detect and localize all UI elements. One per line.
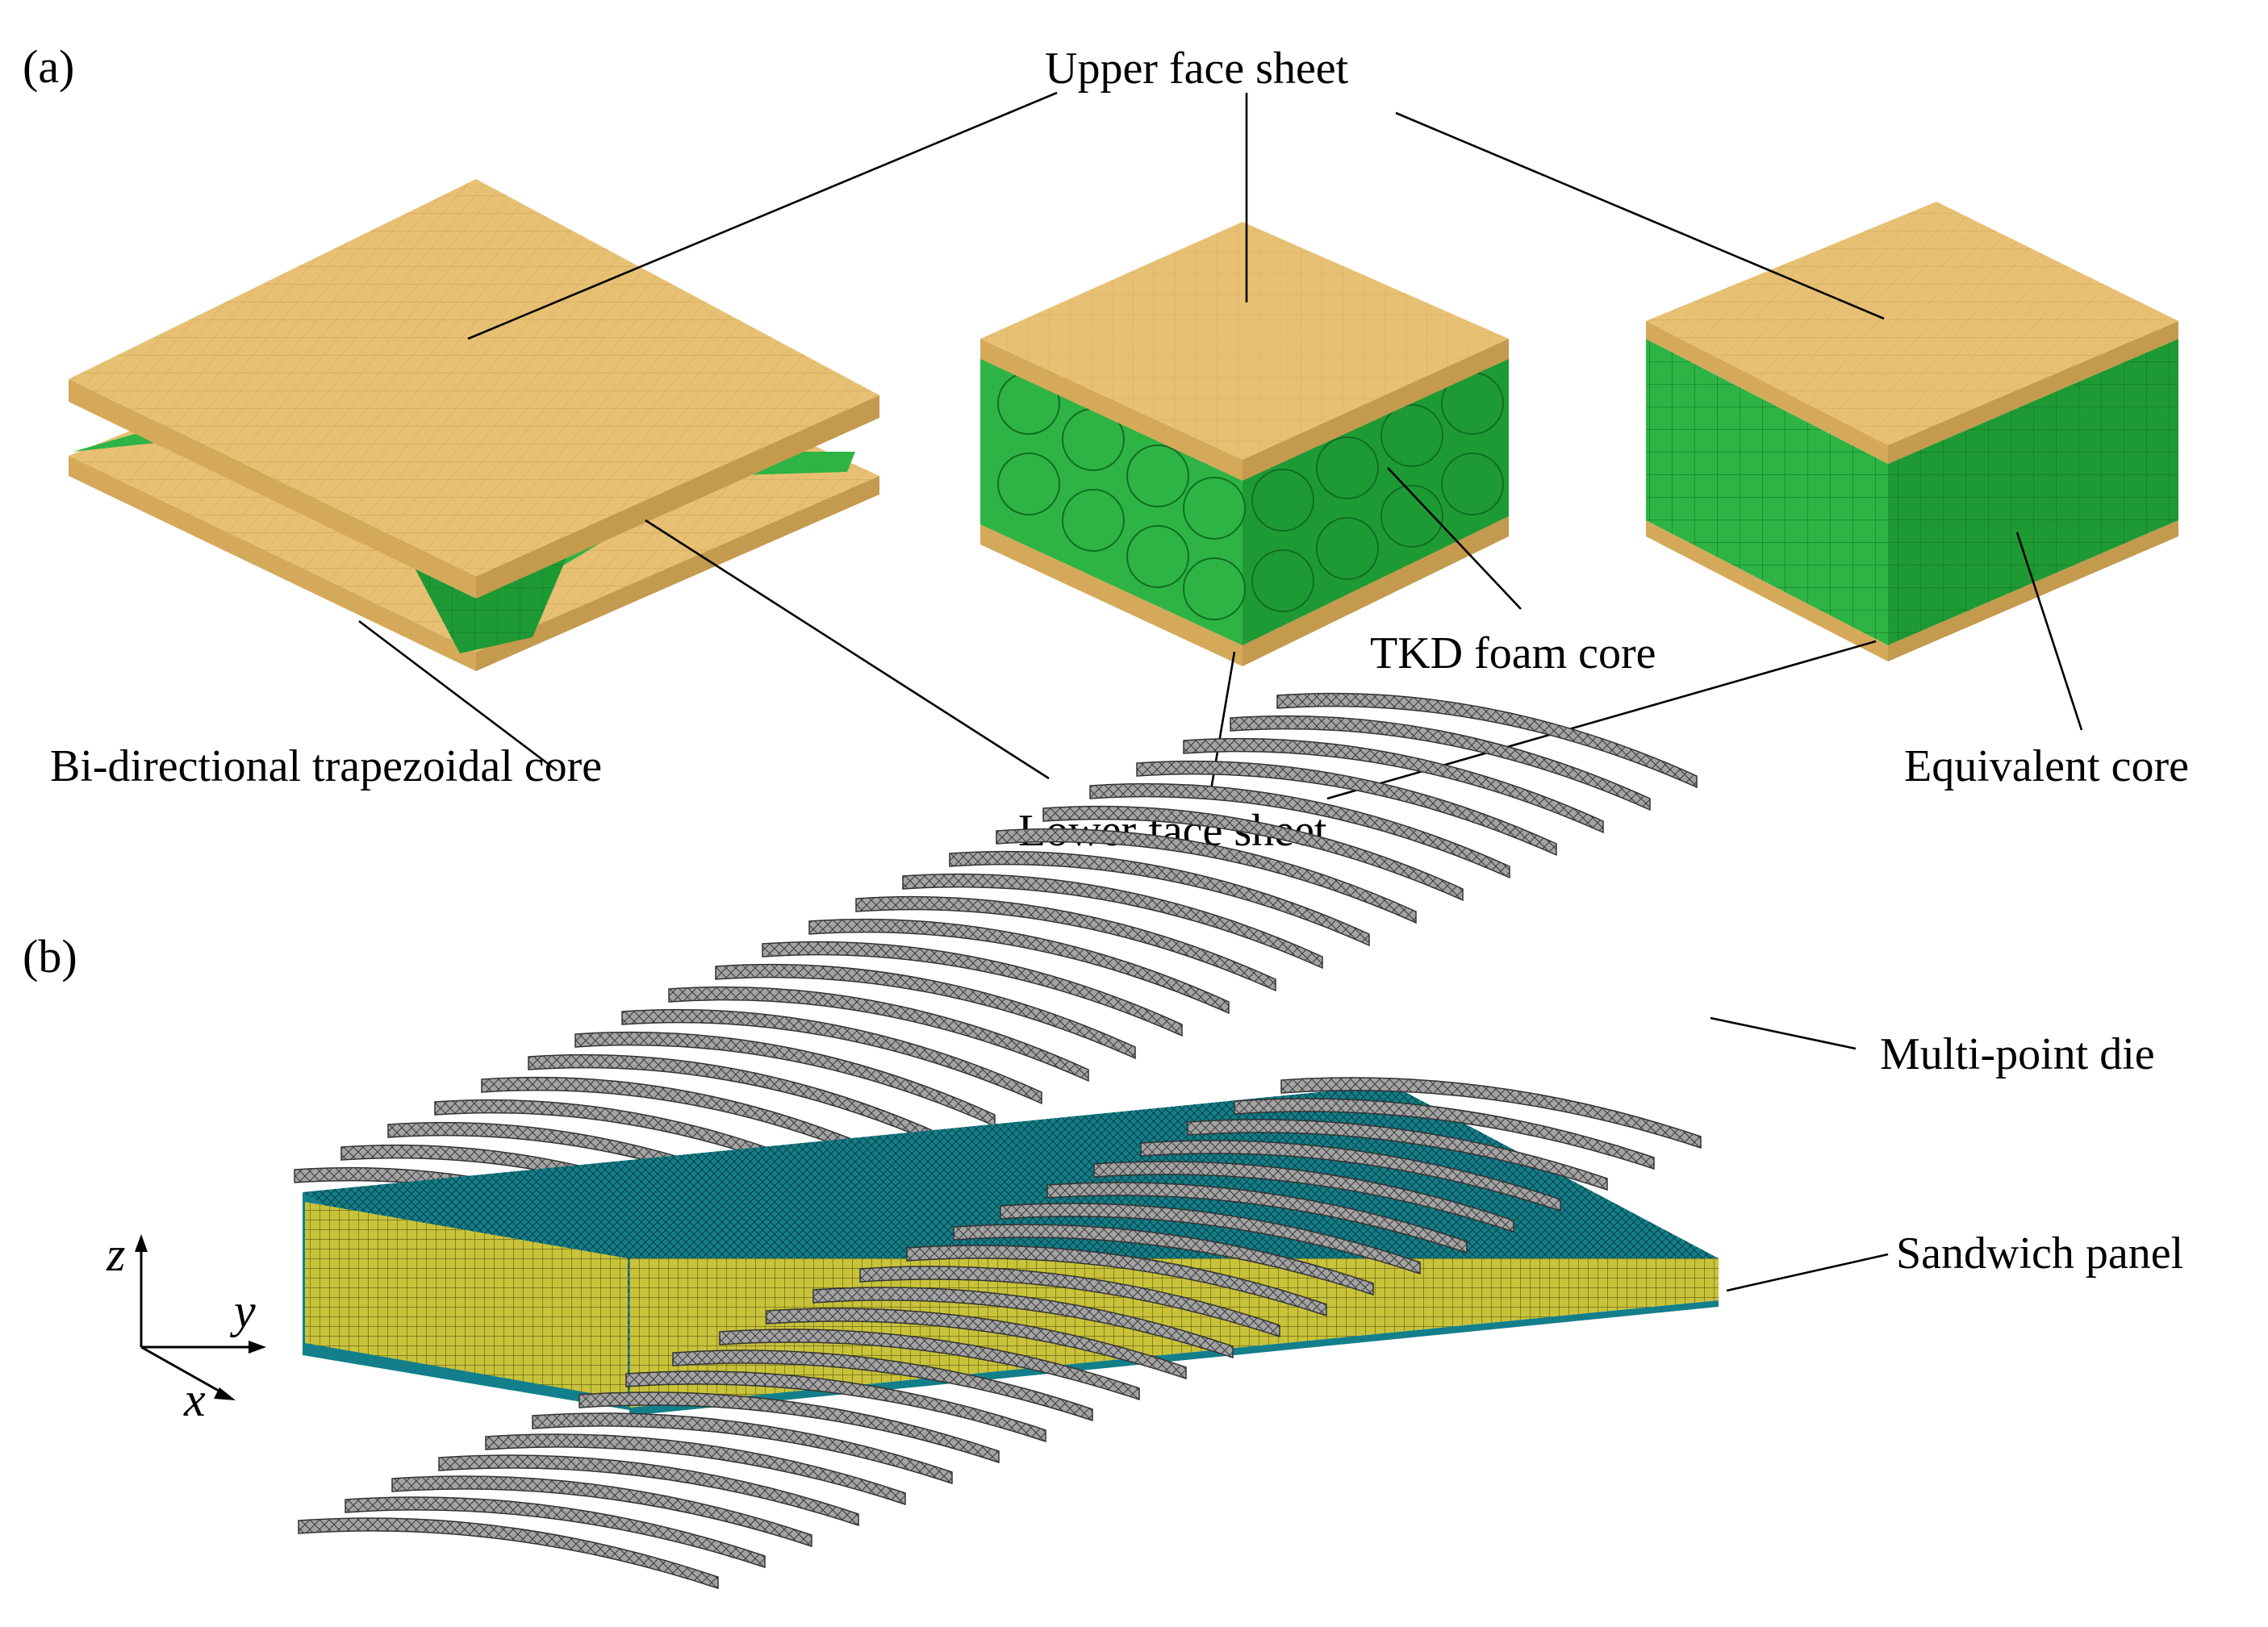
die-pin-row — [1183, 737, 1604, 834]
die-pin-row — [902, 873, 1323, 970]
die-pin-row — [532, 1412, 953, 1485]
die-pin-row — [672, 1350, 1093, 1422]
die-pin-row — [808, 918, 1230, 1015]
sandwich-panel-label: Sandwich panel — [1896, 1229, 2183, 1279]
tkd-sandwich-model — [980, 222, 1509, 666]
die-pin-row — [949, 850, 1370, 947]
axes-triad: z y x — [106, 1228, 266, 1426]
die-pin-row — [485, 1433, 906, 1506]
die-pin-row — [438, 1454, 859, 1527]
die-pin-row — [1000, 1203, 1421, 1275]
die-pin-row — [1136, 760, 1557, 857]
upper-multi-point-die — [294, 692, 1698, 1263]
die-pin-row — [1230, 715, 1651, 811]
die-pin-row — [528, 1053, 949, 1150]
panel-b-label: (b) — [23, 930, 77, 982]
lower-multi-point-die — [298, 1077, 1702, 1590]
panel-leader — [1726, 1253, 1889, 1292]
die-pin-row — [345, 1496, 766, 1569]
equivalent-core-label: Equivalent core — [1904, 741, 2189, 791]
die-pin-row — [715, 963, 1136, 1060]
multi-point-die-label: Multi-point die — [1880, 1029, 2155, 1079]
die-pin-row — [298, 1517, 719, 1590]
die-pin-row — [1140, 1140, 1561, 1212]
die-pin-row — [859, 1266, 1280, 1338]
bidirectional-core-label: Bi-directional trapezoidal core — [50, 741, 602, 791]
die-pin-row — [953, 1224, 1374, 1296]
die-pin-row — [668, 986, 1089, 1083]
die-pin-row — [812, 1287, 1234, 1359]
die-pin-row — [578, 1391, 1000, 1464]
die-pin-row — [621, 1008, 1042, 1105]
panel-a-label: (a) — [23, 40, 74, 93]
die-pin-row — [625, 1370, 1046, 1443]
die-pin-row — [766, 1308, 1187, 1380]
die-pin-row — [996, 828, 1417, 924]
die-pin-row — [1093, 1161, 1514, 1233]
die-pin-row — [1234, 1098, 1655, 1170]
die-pin-row — [762, 941, 1183, 1037]
die-pin-row — [719, 1329, 1140, 1401]
y-axis-label: y — [229, 1284, 256, 1337]
panel-a-leaders — [358, 91, 2083, 800]
upper-face-sheet-label: Upper face sheet — [1045, 44, 1349, 94]
z-axis-label: z — [106, 1228, 125, 1281]
die-pin-row — [1280, 1077, 1702, 1149]
die-pin-row — [1187, 1119, 1608, 1191]
equivalent-sandwich-model — [1646, 202, 2178, 661]
die-pin-row — [855, 895, 1276, 992]
die-pin-row — [574, 1031, 996, 1128]
die-pin-row — [1046, 1182, 1468, 1254]
die-pin-row — [1089, 782, 1510, 879]
die-pin-row — [391, 1475, 812, 1548]
die-pin-row — [1276, 692, 1698, 789]
tkd-core-label: TKD foam core — [1370, 628, 1656, 678]
die-pin-row — [1042, 805, 1464, 902]
trapezoidal-sandwich-model — [69, 179, 879, 671]
x-axis-label: x — [183, 1373, 206, 1426]
die-pin-row — [906, 1245, 1327, 1317]
die-leader — [1710, 1016, 1857, 1050]
